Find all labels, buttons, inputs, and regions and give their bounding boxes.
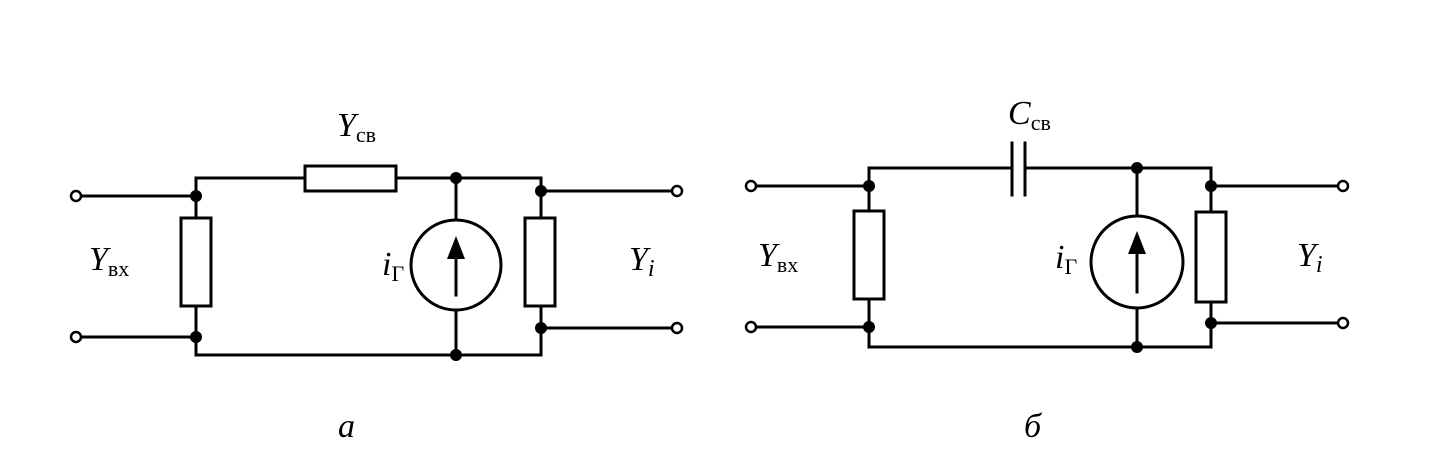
diagram-b-coupling-label: Cсв [1008,95,1051,135]
diagram-b-input-label: Yвх [758,237,798,277]
diagram-a: Yвх Yсв iГ Yi а [69,107,684,445]
diagram-a-wires [78,176,678,357]
diagram-b-junctions [863,162,1217,353]
diagram-a-source-label: iГ [382,246,404,286]
arrow-up-icon [1128,231,1146,254]
diagram-b-caption: б [1024,408,1043,445]
diagram-a-coupling-label: Yсв [337,107,376,147]
diagram-b-coupling-capacitor [1010,141,1027,197]
diagram-a-terminals [69,184,684,344]
diagram-b-terminals [744,179,1350,334]
diagram-b: Yвх Cсв iГ Yi б [744,95,1350,445]
diagram-a-junctions [190,172,547,361]
diagram-a-coupling-admittance-resistor [303,164,398,193]
diagram-a-input-label: Yвх [89,241,129,281]
diagram-b-source-label: iГ [1055,239,1077,279]
diagram-a-input-admittance-resistor [179,216,213,308]
diagram-b-current-source [1089,214,1185,310]
diagram-b-output-label: Yi [1297,237,1323,278]
diagram-b-wires [752,166,1344,349]
diagram-b-output-admittance-resistor [1194,210,1228,304]
diagram-a-output-admittance-resistor [523,216,557,308]
diagram-a-current-source [409,218,503,312]
diagram-a-output-label: Yi [629,241,655,282]
diagram-b-input-admittance-resistor [852,209,886,301]
diagram-a-caption: а [338,408,355,445]
arrow-up-icon [447,236,465,259]
